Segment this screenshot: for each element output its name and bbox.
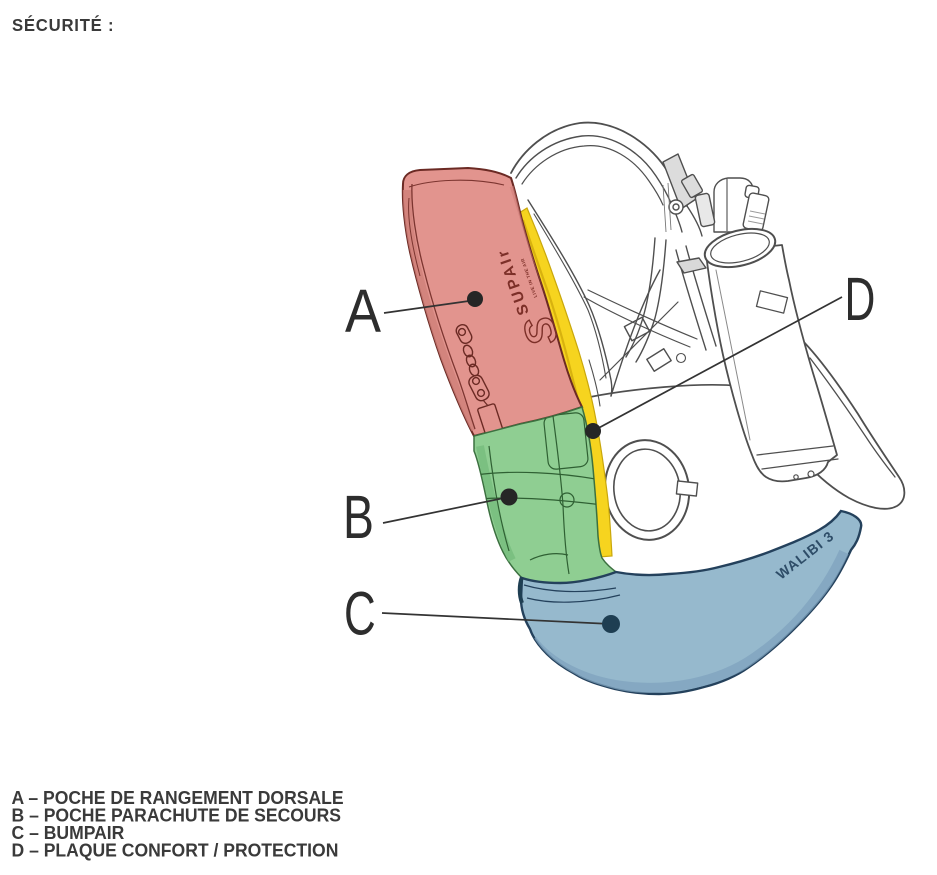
svg-text:A – POCHE DE RANGEMENT DORSALE: A – POCHE DE RANGEMENT DORSALE bbox=[12, 788, 344, 809]
svg-text:D – PLAQUE CONFORT / PROTECTIO: D – PLAQUE CONFORT / PROTECTION bbox=[12, 840, 339, 861]
svg-text:C: C bbox=[344, 581, 376, 649]
svg-text:SÉCURITÉ :: SÉCURITÉ : bbox=[12, 15, 114, 36]
svg-text:B: B bbox=[343, 484, 374, 552]
svg-text:D: D bbox=[845, 266, 876, 334]
svg-text:B – POCHE PARACHUTE DE SECOURS: B – POCHE PARACHUTE DE SECOURS bbox=[12, 805, 342, 826]
svg-text:A: A bbox=[345, 278, 382, 346]
svg-text:C – BUMPAIR: C – BUMPAIR bbox=[12, 823, 125, 844]
